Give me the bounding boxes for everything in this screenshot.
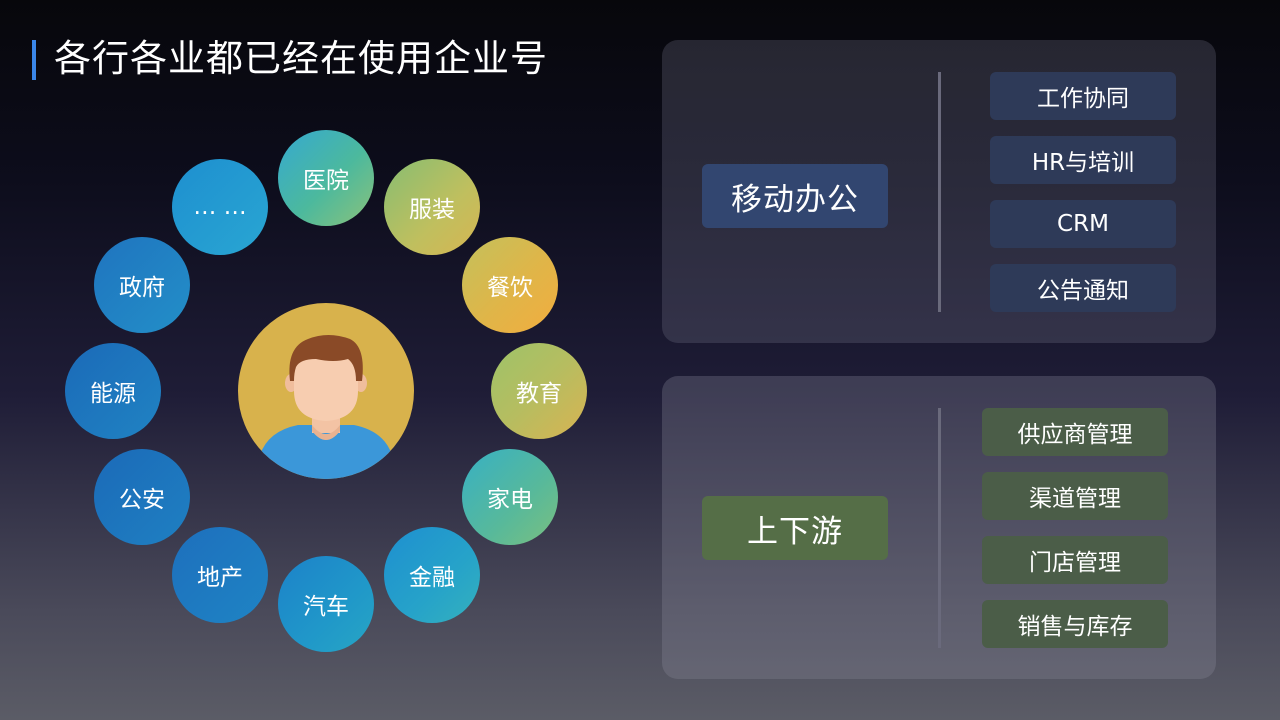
industry-bubble-education[interactable]: 教育 — [491, 343, 587, 439]
industry-label: 餐饮 — [487, 275, 533, 301]
industry-label: 汽车 — [303, 594, 349, 620]
industry-label: 教育 — [516, 381, 562, 407]
page-title: 各行各业都已经在使用企业号 — [54, 37, 548, 80]
industry-label: 地产 — [197, 565, 243, 591]
mobile-office-item-announcements[interactable]: 公告通知 — [990, 264, 1176, 312]
industry-label: 公安 — [119, 487, 165, 513]
upstream-item-store-management[interactable]: 门店管理 — [982, 536, 1168, 584]
industry-label: … … — [193, 194, 247, 220]
industry-label: 金融 — [409, 565, 455, 591]
upstream-item-sales-inventory[interactable]: 销售与库存 — [982, 600, 1168, 648]
mobile-office-divider — [938, 72, 941, 312]
industry-label: 政府 — [119, 275, 165, 301]
upstream-divider — [938, 408, 941, 648]
industry-bubble-police[interactable]: 公安 — [94, 449, 190, 545]
upstream-item-supplier-management[interactable]: 供应商管理 — [982, 408, 1168, 456]
industry-label: 能源 — [90, 381, 136, 407]
title-accent-bar — [32, 40, 36, 80]
mobile-office-item-collaboration[interactable]: 工作协同 — [990, 72, 1176, 120]
mobile-office-item-hr-training[interactable]: HR与培训 — [990, 136, 1176, 184]
industry-bubble-energy[interactable]: 能源 — [65, 343, 161, 439]
industry-bubble-clothing[interactable]: 服装 — [384, 159, 480, 255]
industry-bubble-hospital[interactable]: 医院 — [278, 130, 374, 226]
upstream-downstream-category[interactable]: 上下游 — [702, 496, 888, 560]
person-avatar-icon — [238, 303, 414, 479]
industry-bubble-finance[interactable]: 金融 — [384, 527, 480, 623]
industry-bubble-government[interactable]: 政府 — [94, 237, 190, 333]
mobile-office-item-crm[interactable]: CRM — [990, 200, 1176, 248]
industry-label: 家电 — [487, 487, 533, 513]
industry-bubble-catering[interactable]: 餐饮 — [462, 237, 558, 333]
industry-bubble-appliances[interactable]: 家电 — [462, 449, 558, 545]
mobile-office-category[interactable]: 移动办公 — [702, 164, 888, 228]
industry-label: 服装 — [409, 197, 455, 223]
upstream-item-channel-management[interactable]: 渠道管理 — [982, 472, 1168, 520]
industry-bubble-real-estate[interactable]: 地产 — [172, 527, 268, 623]
industry-bubble-more[interactable]: … … — [172, 159, 268, 255]
industry-label: 医院 — [303, 168, 349, 194]
industry-bubble-automotive[interactable]: 汽车 — [278, 556, 374, 652]
